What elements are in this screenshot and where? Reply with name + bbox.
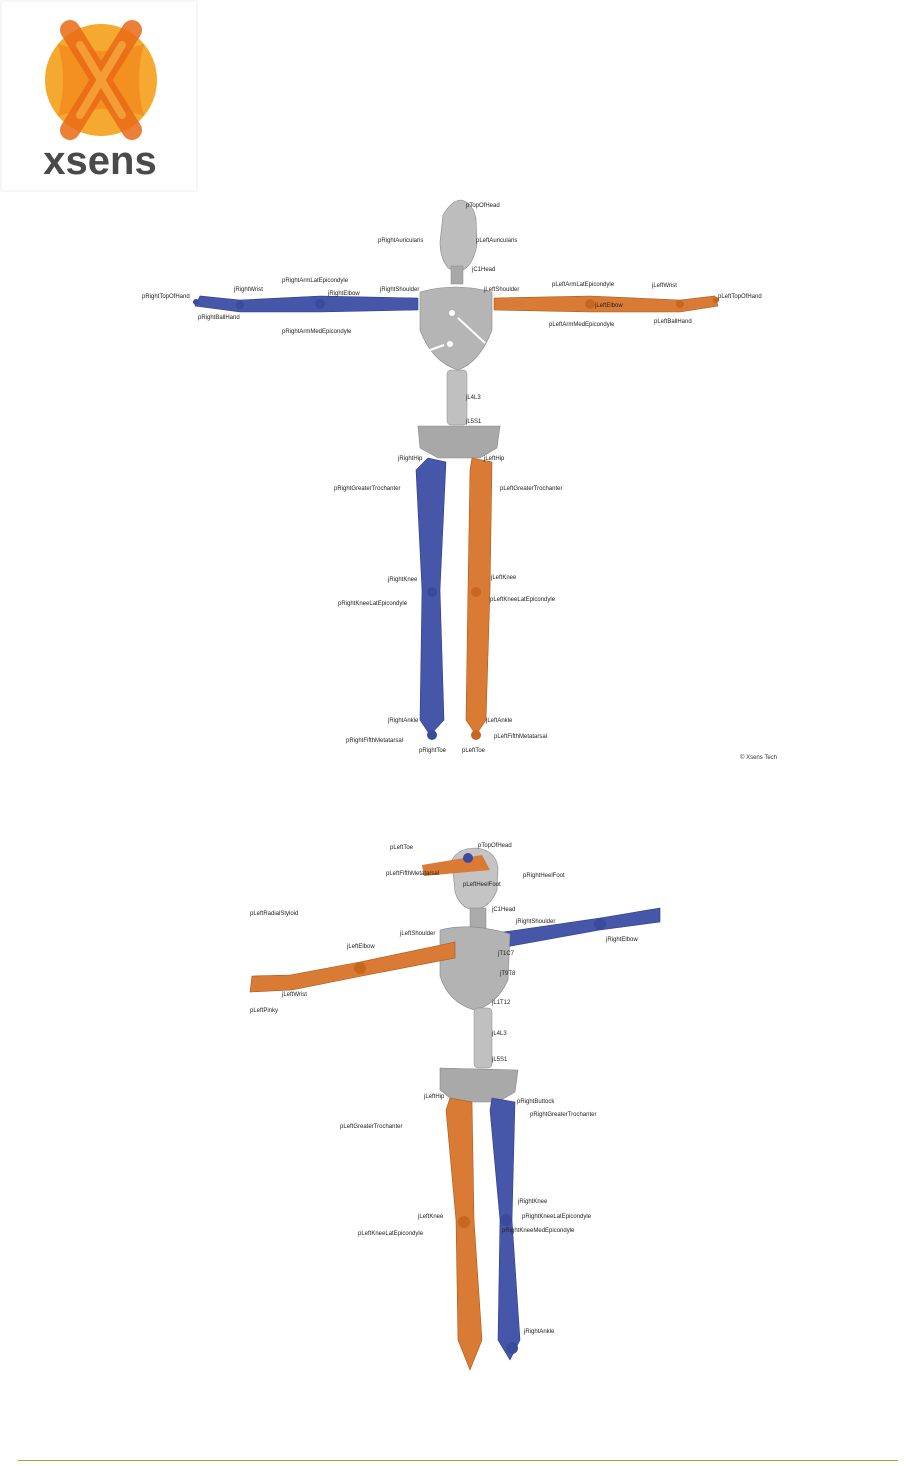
label-left-knee: jLeftKnee bbox=[490, 575, 517, 581]
label-left-greater-trochanter: pLeftGreaterTrochanter bbox=[500, 486, 562, 492]
label-left-elbow: jLeftElbow bbox=[594, 303, 623, 309]
label-right-shoulder: jRightShoulder bbox=[379, 287, 419, 293]
label-right-wrist: jRightWrist bbox=[233, 287, 263, 293]
label-right-knee-2: jRightKnee bbox=[517, 1199, 548, 1205]
label-right-ankle-2: jRightAnkle bbox=[523, 1329, 555, 1335]
label-left-toe: pLeftToe bbox=[462, 748, 486, 754]
label-left-toe-2: pLeftToe bbox=[390, 845, 414, 851]
label-c1-head-2: jC1Head bbox=[491, 907, 515, 913]
logo-text: xsens bbox=[43, 139, 156, 183]
label-left-heel-foot: pLeftHeelFoot bbox=[463, 882, 501, 888]
label-left-auricularis: pLeftAuricularis bbox=[476, 238, 517, 244]
label-right-buttock: pRightButtock bbox=[517, 1099, 555, 1105]
xsens-logo: xsens bbox=[0, 0, 200, 195]
label-left-knee-lat-epicondyle: pLeftKneeLatEpicondyle bbox=[490, 597, 556, 603]
label-left-shoulder-2: jLeftShoulder bbox=[399, 931, 435, 937]
label-left-hip: jLeftHip bbox=[483, 456, 505, 462]
label-left-radial-styloid: pLeftRadialStyloid bbox=[250, 911, 298, 917]
label-top-of-head: pTopOfHead bbox=[466, 203, 500, 209]
skeleton-front-view: pTopOfHead pRightAuricularis pLeftAuricu… bbox=[142, 199, 762, 754]
label-right-hip: jRightHip bbox=[397, 456, 423, 462]
label-left-pinky: pLeftPinky bbox=[250, 1008, 278, 1014]
label-right-toe: pRightToe bbox=[419, 748, 447, 754]
label-l5s1-2: jL5S1 bbox=[491, 1057, 508, 1063]
label-right-shoulder-2: jRightShoulder bbox=[515, 919, 555, 925]
label-left-fifth-metatarsal: pLeftFifthMetatarsal bbox=[494, 734, 547, 740]
label-left-knee-2: jLeftKnee bbox=[417, 1214, 444, 1220]
label-left-arm-lat-epicondyle: pLeftArmLatEpicondyle bbox=[552, 282, 615, 288]
label-right-elbow: jRightElbow bbox=[327, 291, 360, 297]
label-t9t8: jT9T8 bbox=[499, 971, 516, 977]
label-left-ankle: jLeftAnkle bbox=[485, 718, 513, 724]
label-right-knee-lat-epicondyle: pRightKneeLatEpicondyle bbox=[338, 601, 408, 607]
label-right-auricularis: pRightAuricularis bbox=[378, 238, 423, 244]
label-left-ball-hand: pLeftBallHand bbox=[654, 319, 692, 325]
label-l4l3-2: jL4L3 bbox=[491, 1031, 507, 1037]
label-l1t12: jL1T12 bbox=[491, 1000, 511, 1006]
label-left-shoulder: jLeftShoulder bbox=[483, 287, 519, 293]
label-right-top-of-hand: pRightTopOfHand bbox=[142, 294, 190, 300]
label-c1-head: jC1Head bbox=[471, 267, 495, 273]
label-left-hip-2: jLeftHip bbox=[423, 1094, 445, 1100]
label-right-ankle: jRightAnkle bbox=[387, 718, 419, 724]
label-right-arm-lat-epicondyle: pRightArmLatEpicondyle bbox=[282, 278, 349, 284]
label-right-knee-med-epicondyle: pRightKneeMedEpicondyle bbox=[502, 1228, 575, 1234]
label-right-fifth-metatarsal: pRightFifthMetatarsal bbox=[346, 738, 403, 744]
skeleton-side-view: pTopOfHead jC1Head jRightShoulder jRight… bbox=[0, 780, 915, 1435]
label-left-elbow-2: jLeftElbow bbox=[346, 944, 375, 950]
label-l5s1: jL5S1 bbox=[465, 419, 482, 425]
label-left-knee-lat-epicondyle-2: pLeftKneeLatEpicondyle bbox=[358, 1231, 424, 1237]
label-right-arm-med-epicondyle: pRightArmMedEpicondyle bbox=[282, 329, 352, 335]
label-top-of-head-2: pTopOfHead bbox=[478, 843, 512, 849]
footer-rule bbox=[18, 1460, 898, 1461]
label-l4l3: jL4L3 bbox=[465, 395, 481, 401]
label-right-heel-foot: pRightHeelFoot bbox=[523, 873, 565, 879]
label-left-top-of-hand: pLeftTopOfHand bbox=[718, 294, 762, 300]
copyright-note: © Xsens Tech bbox=[740, 755, 777, 761]
label-left-fifth-metatarsal-2: pLeftFifthMetatarsal bbox=[386, 871, 439, 877]
label-t1c7: jT1C7 bbox=[497, 951, 515, 957]
label-left-wrist: jLeftWrist bbox=[651, 283, 677, 289]
label-left-arm-med-epicondyle: pLeftArmMedEpicondyle bbox=[549, 322, 615, 328]
label-right-greater-trochanter-2: pRightGreaterTrochanter bbox=[530, 1112, 596, 1118]
label-right-greater-trochanter: pRightGreaterTrochanter bbox=[334, 486, 400, 492]
label-right-ball-hand: pRightBallHand bbox=[198, 315, 240, 321]
label-right-knee-lat-epicondyle-2: pRightKneeLatEpicondyle bbox=[522, 1214, 592, 1220]
label-right-elbow-2: jRightElbow bbox=[605, 937, 638, 943]
label-left-wrist-2: jLeftWrist bbox=[281, 992, 307, 998]
label-left-greater-trochanter-2: pLeftGreaterTrochanter bbox=[340, 1124, 402, 1130]
label-right-knee: jRightKnee bbox=[387, 577, 418, 583]
